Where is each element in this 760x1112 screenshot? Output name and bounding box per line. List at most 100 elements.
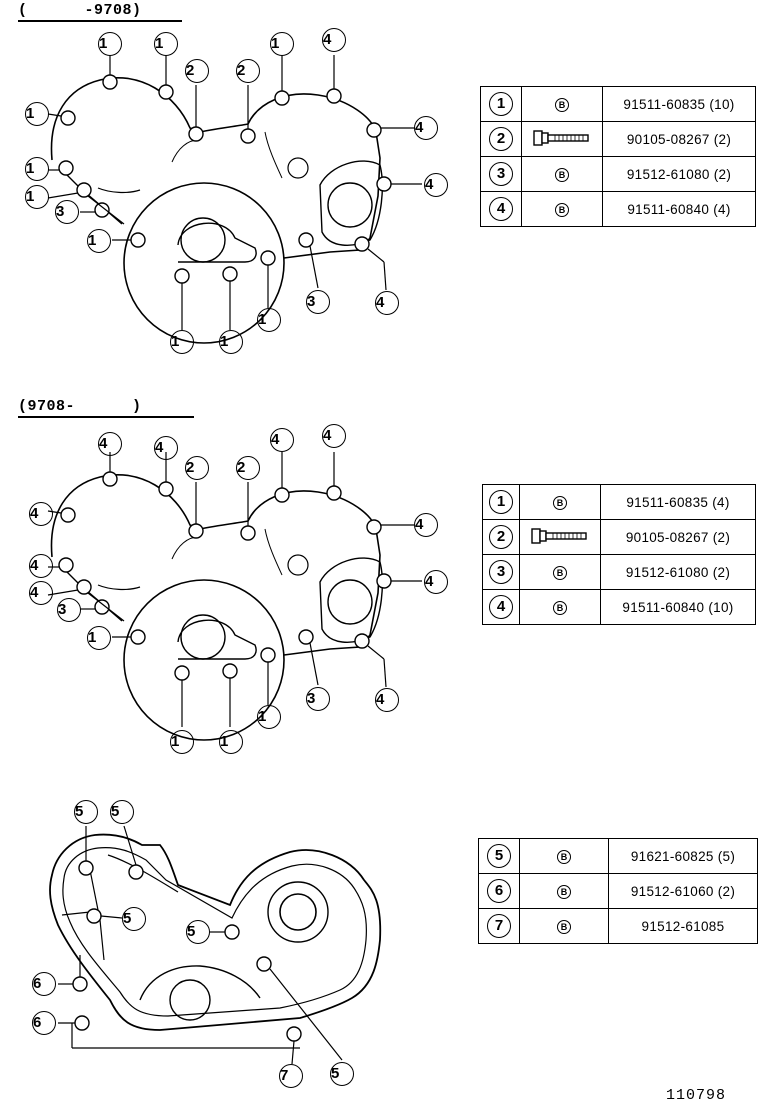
part-number: 91511-60840 (4) bbox=[627, 201, 731, 217]
b-bolt-icon: B bbox=[553, 601, 567, 615]
table-row: 4 B 91511-60840 (4) bbox=[480, 191, 756, 227]
callout-badge: 4 bbox=[322, 424, 346, 448]
table-row: 7 B 91512-61085 bbox=[478, 908, 758, 944]
callout-badge: 4 bbox=[29, 502, 53, 526]
callout-badge: 3 bbox=[55, 200, 79, 224]
callout-badge: 1 bbox=[270, 32, 294, 56]
row-number-badge: 4 bbox=[489, 197, 513, 221]
part-number: 91512-61080 (2) bbox=[625, 564, 731, 580]
part-number: 90105-08267 (2) bbox=[625, 529, 731, 545]
table-row: 6 B 91512-61060 (2) bbox=[478, 873, 758, 909]
table-row: 4 B 91511-60840 (10) bbox=[482, 589, 756, 625]
flange-bolt-icon bbox=[531, 527, 587, 544]
part-number: 91511-60840 (10) bbox=[622, 599, 734, 615]
parts-table-2: 1 B 91511-60835 (4) 2 90105-08267 (2) 3 … bbox=[482, 484, 756, 625]
b-bolt-icon: B bbox=[555, 203, 569, 217]
b-bolt-icon: B bbox=[555, 168, 569, 182]
callout-badge: 4 bbox=[98, 432, 122, 456]
row-number-badge: 4 bbox=[489, 595, 513, 619]
table-row: 2 90105-08267 (2) bbox=[480, 121, 756, 157]
b-bolt-icon: B bbox=[557, 920, 571, 934]
callout-badge: 4 bbox=[29, 554, 53, 578]
callout-badge: 5 bbox=[330, 1062, 354, 1086]
section-1-header: ( -9708) bbox=[18, 2, 142, 19]
callout-badge: 1 bbox=[154, 32, 178, 56]
section-1-header-underline bbox=[18, 20, 182, 22]
table-row: 5 B 91621-60825 (5) bbox=[478, 838, 758, 874]
callout-badge: 3 bbox=[57, 598, 81, 622]
row-number-badge: 3 bbox=[489, 560, 513, 584]
callout-badge: 1 bbox=[25, 185, 49, 209]
row-number-badge: 1 bbox=[489, 92, 513, 116]
callout-badge: 1 bbox=[98, 32, 122, 56]
callout-badge: 1 bbox=[87, 229, 111, 253]
callout-badge: 3 bbox=[306, 687, 330, 711]
row-number-badge: 1 bbox=[489, 490, 513, 514]
part-number: 91512-61085 bbox=[641, 918, 725, 934]
b-bolt-icon: B bbox=[555, 98, 569, 112]
callout-badge: 4 bbox=[154, 436, 178, 460]
callout-badge: 1 bbox=[170, 330, 194, 354]
row-number-badge: 5 bbox=[487, 844, 511, 868]
callout-badge: 7 bbox=[279, 1064, 303, 1088]
callout-badge: 3 bbox=[306, 290, 330, 314]
callout-badge: 5 bbox=[110, 800, 134, 824]
parts-table-1: 1 B 91511-60835 (10) 2 90105-08267 (2) 3… bbox=[480, 86, 756, 227]
row-number-badge: 3 bbox=[489, 162, 513, 186]
table-row: 1 B 91511-60835 (4) bbox=[482, 484, 756, 520]
table-row: 3 B 91512-61080 (2) bbox=[482, 554, 756, 590]
row-number-badge: 2 bbox=[489, 525, 513, 549]
row-number-badge: 6 bbox=[487, 879, 511, 903]
timing-cover-drawing-late bbox=[47, 451, 423, 741]
callout-badge: 6 bbox=[32, 972, 56, 996]
callout-badge: 1 bbox=[25, 102, 49, 126]
callout-badge: 4 bbox=[29, 581, 53, 605]
callout-badge: 4 bbox=[270, 428, 294, 452]
callout-badge: 6 bbox=[32, 1011, 56, 1035]
callout-badge: 4 bbox=[375, 291, 399, 315]
callout-badge: 4 bbox=[414, 116, 438, 140]
timing-cover-drawing-early bbox=[47, 54, 423, 344]
b-bolt-icon: B bbox=[553, 566, 567, 580]
section-2-header: (9708- ) bbox=[18, 398, 142, 415]
callout-badge: 4 bbox=[414, 513, 438, 537]
callout-badge: 1 bbox=[219, 730, 243, 754]
part-number: 91511-60835 (4) bbox=[626, 494, 730, 510]
table-row: 2 90105-08267 (2) bbox=[482, 519, 756, 555]
callout-badge: 2 bbox=[236, 456, 260, 480]
flange-bolt-icon bbox=[533, 129, 589, 146]
callout-badge: 1 bbox=[170, 730, 194, 754]
row-number-badge: 2 bbox=[489, 127, 513, 151]
callout-badge: 1 bbox=[257, 705, 281, 729]
b-bolt-icon: B bbox=[557, 885, 571, 899]
callout-badge: 5 bbox=[186, 920, 210, 944]
callout-badge: 1 bbox=[25, 157, 49, 181]
part-number: 91621-60825 (5) bbox=[630, 848, 736, 864]
table-row: 1 B 91511-60835 (10) bbox=[480, 86, 756, 122]
callout-badge: 4 bbox=[424, 173, 448, 197]
b-bolt-icon: B bbox=[557, 850, 571, 864]
callout-badge: 5 bbox=[122, 907, 146, 931]
callout-badge: 1 bbox=[219, 330, 243, 354]
b-bolt-icon: B bbox=[553, 496, 567, 510]
callout-badge: 2 bbox=[185, 59, 209, 83]
callout-badge: 4 bbox=[375, 688, 399, 712]
callout-badge: 4 bbox=[424, 570, 448, 594]
callout-badge: 4 bbox=[322, 28, 346, 52]
part-number: 91512-61060 (2) bbox=[630, 883, 736, 899]
diagram-code: 110798 bbox=[665, 1087, 726, 1104]
table-row: 3 B 91512-61080 (2) bbox=[480, 156, 756, 192]
callout-badge: 1 bbox=[87, 626, 111, 650]
row-number-badge: 7 bbox=[487, 914, 511, 938]
callout-badge: 5 bbox=[74, 800, 98, 824]
part-number: 90105-08267 (2) bbox=[626, 131, 732, 147]
section-2-header-underline bbox=[18, 416, 194, 418]
parts-table-3: 5 B 91621-60825 (5) 6 B 91512-61060 (2) … bbox=[478, 838, 758, 944]
callout-badge: 2 bbox=[185, 456, 209, 480]
callout-badge: 2 bbox=[236, 59, 260, 83]
part-number: 91511-60835 (10) bbox=[623, 96, 735, 112]
gasket-plate-drawing bbox=[49, 825, 382, 1065]
part-number: 91512-61080 (2) bbox=[626, 166, 732, 182]
callout-badge: 1 bbox=[257, 308, 281, 332]
